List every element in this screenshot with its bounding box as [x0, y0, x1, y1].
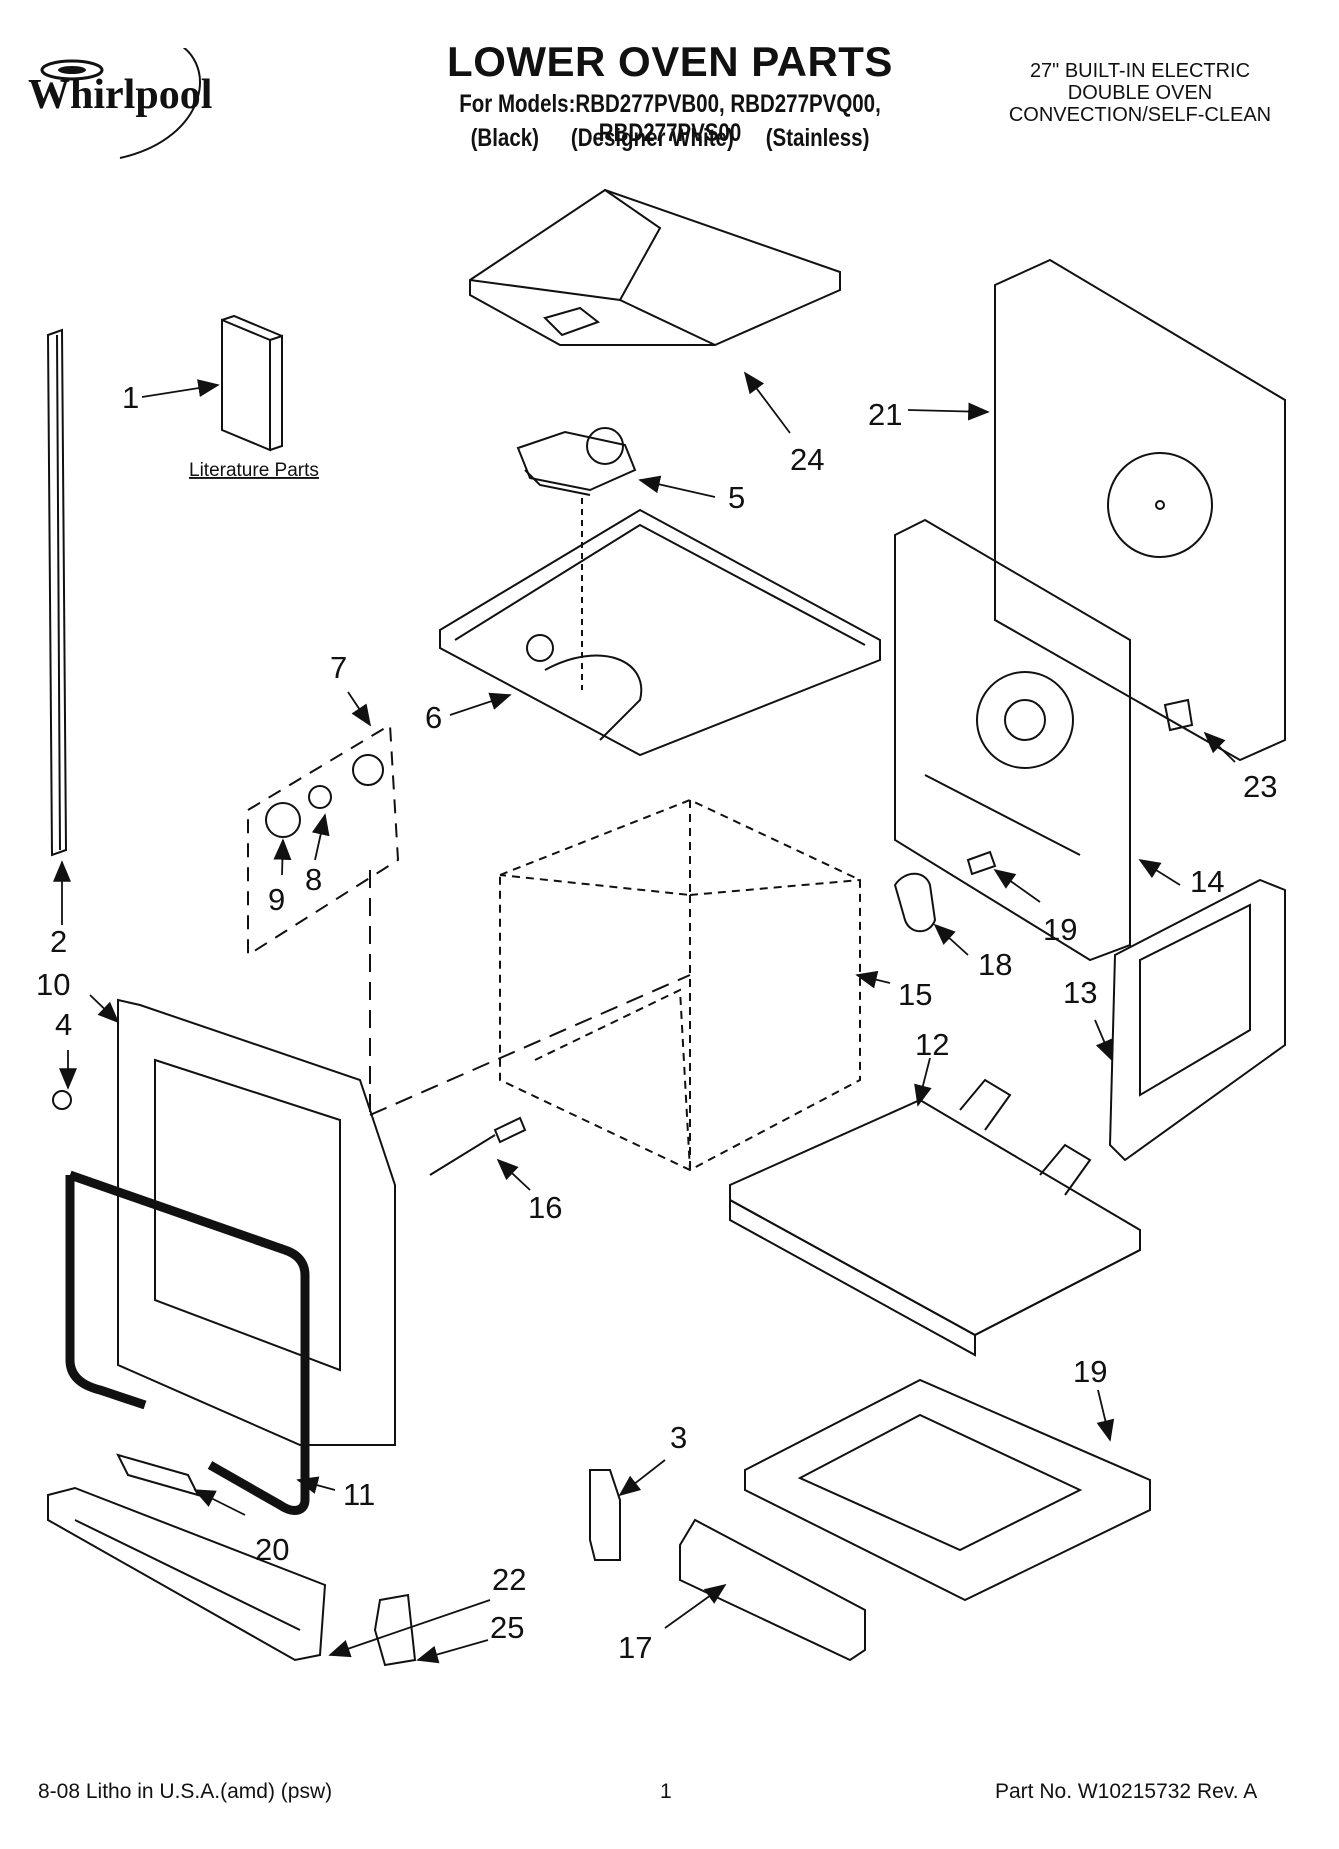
- callout-6: 6: [425, 700, 442, 735]
- callout-17: 17: [618, 1630, 652, 1665]
- part-top-shield: [469, 188, 841, 346]
- part-insulation-shield: [729, 1078, 1141, 1357]
- part-strip: [116, 1453, 200, 1497]
- literature-parts-label: Literature Parts: [189, 460, 319, 481]
- part-insulator: [893, 872, 937, 933]
- part-rear-fan-panel: [894, 518, 1131, 962]
- callout-1: 1: [122, 380, 139, 415]
- callout-25: 25: [490, 1610, 524, 1645]
- print-info: 8-08 Litho in U.S.A.(amd) (psw): [38, 1780, 333, 1803]
- part-top-panel: [439, 508, 881, 757]
- page-title: LOWER OVEN PARTS: [447, 38, 893, 85]
- part-number: Part No. W10215732 Rev. A: [995, 1780, 1258, 1803]
- part-thermal-fuse: [966, 850, 997, 876]
- product-line-2: DOUBLE OVEN: [1067, 82, 1213, 104]
- callout-16: 16: [528, 1190, 562, 1225]
- finish-list: (Black) (Designer White) (Stainless): [408, 124, 933, 153]
- callout-9: 9: [268, 882, 285, 917]
- product-line-3: CONVECTION/SELF-CLEAN: [1008, 104, 1272, 126]
- callout-10: 10: [36, 967, 70, 1002]
- callout-13: 13: [1063, 975, 1097, 1010]
- callout-11: 11: [343, 1477, 375, 1512]
- callout-7: 7: [330, 650, 347, 685]
- callout-19-lower: 19: [1073, 1354, 1107, 1389]
- finish-black: (Black): [470, 124, 539, 152]
- part-clip: [1163, 698, 1194, 732]
- callout-5: 5: [728, 480, 745, 515]
- part-literature: [221, 314, 283, 452]
- callout-22: 22: [492, 1562, 526, 1597]
- part-screw: [52, 1090, 72, 1110]
- part-door-gasket: [65, 1170, 310, 1515]
- part-convection-motor: [516, 427, 637, 496]
- part-small-bracket: [373, 1593, 417, 1667]
- callout-14: 14: [1190, 864, 1224, 899]
- part-bracket: [589, 1469, 621, 1561]
- part-back-panel: [994, 258, 1286, 762]
- brand-name: Whirlpool: [28, 72, 212, 118]
- part-temp-sensor: [429, 1116, 527, 1176]
- part-side-panel: [1108, 878, 1286, 1162]
- callout-21: 21: [868, 397, 902, 432]
- callout-2: 2: [50, 924, 67, 959]
- part-front-frame: [117, 998, 396, 1446]
- model-list: For Models:RBD277PVB00, RBD277PVQ00, RBD…: [459, 90, 881, 147]
- callout-24: 24: [790, 442, 824, 477]
- part-oven-cavity: [499, 798, 861, 1172]
- part-trim-rail: [679, 1518, 866, 1662]
- part-trim-strip: [46, 328, 68, 857]
- callout-23: 23: [1243, 769, 1277, 804]
- callout-3: 3: [670, 1420, 687, 1455]
- product-description: 27" BUILT-IN ELECTRIC DOUBLE OVEN CONVEC…: [975, 60, 1305, 126]
- leader-lines: [53, 371, 1236, 1664]
- callout-4: 4: [55, 1007, 72, 1042]
- callout-12: 12: [915, 1027, 949, 1062]
- callout-19-upper: 19: [1043, 912, 1077, 947]
- page-number: 1: [660, 1780, 672, 1803]
- part-bottom-tray: [744, 1378, 1151, 1602]
- callout-20: 20: [255, 1532, 289, 1567]
- callout-8: 8: [305, 862, 322, 897]
- product-line-1: 27" BUILT-IN ELECTRIC: [1029, 60, 1251, 82]
- part-bottom-vent: [47, 1486, 327, 1662]
- callout-15: 15: [898, 977, 932, 1012]
- part-sensor-group: [247, 723, 400, 957]
- callout-18: 18: [978, 947, 1012, 982]
- whirlpool-logo: Whirlpool: [28, 48, 212, 159]
- finish-white: (Designer White): [570, 124, 734, 152]
- finish-stainless: (Stainless): [765, 124, 870, 152]
